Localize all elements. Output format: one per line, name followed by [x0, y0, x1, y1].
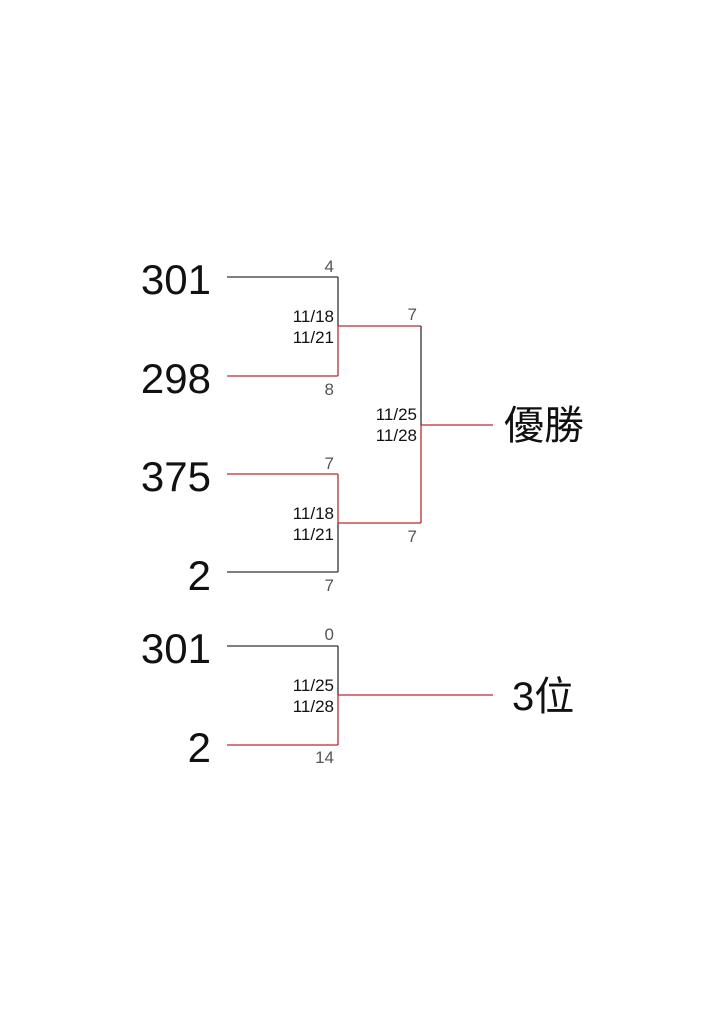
- team-name: 301: [140, 256, 211, 303]
- date-2: 11/21: [292, 525, 334, 544]
- score: 4: [324, 257, 334, 276]
- date-1: 11/18: [292, 504, 334, 523]
- score: 7: [407, 527, 417, 546]
- match-date: 11/18 11/21: [293, 503, 334, 545]
- match-date: 11/25 11/28: [376, 404, 417, 446]
- date-1: 11/25: [375, 405, 417, 424]
- date-1: 11/18: [292, 307, 334, 326]
- date-2: 11/21: [292, 328, 334, 347]
- match-date: 11/25 11/28: [293, 675, 334, 717]
- team-name: 301: [140, 625, 211, 672]
- score: 7: [324, 576, 334, 595]
- date-2: 11/28: [375, 426, 417, 445]
- champion-label: 優勝: [504, 404, 584, 448]
- team-name: 2: [187, 552, 211, 599]
- score: 8: [324, 380, 334, 399]
- score: 7: [407, 305, 417, 324]
- score: 7: [324, 454, 334, 473]
- date-2: 11/28: [292, 697, 334, 716]
- score: 0: [324, 625, 334, 644]
- team-name: 375: [140, 453, 211, 500]
- match-date: 11/18 11/21: [293, 306, 334, 348]
- score: 14: [315, 748, 334, 767]
- third-place-label: 3位: [512, 675, 575, 719]
- team-name: 298: [140, 355, 211, 402]
- date-1: 11/25: [292, 676, 334, 695]
- team-name: 2: [187, 724, 211, 771]
